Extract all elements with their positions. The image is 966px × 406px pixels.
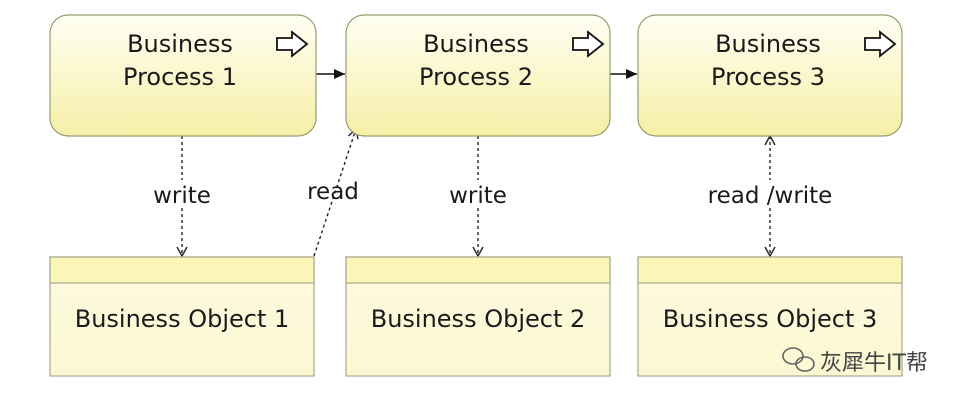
edge-label-read: read (307, 179, 359, 205)
edge-label-write-2: write (449, 183, 507, 209)
edge-label-write-1: write (153, 183, 211, 209)
wechat-icon (782, 347, 815, 372)
watermark: 灰犀牛IT帮 (782, 347, 928, 376)
edge-label-read-write: read /write (708, 183, 833, 209)
object-node-2-label: Business Object 2 (371, 305, 586, 333)
watermark-text: 灰犀牛IT帮 (820, 351, 928, 376)
process-arrow-icon (864, 30, 897, 58)
object-node-1[interactable]: Business Object 1 (49, 256, 315, 377)
process-node-2-label-line2: Process 2 (419, 63, 533, 91)
process-node-1-shape (49, 14, 317, 137)
process-arrow-icon (276, 30, 309, 58)
edge-label-bg (702, 180, 838, 206)
process-node-3-shape (637, 14, 903, 137)
object-node-2-header (345, 256, 611, 284)
object-node-2[interactable]: Business Object 2 (345, 256, 611, 377)
process-node-3-label-line2: Process 3 (711, 63, 825, 91)
object-node-3-header (637, 256, 903, 284)
process-node-1[interactable]: Business Process 1 (49, 14, 317, 137)
edge-label-bg (148, 180, 216, 206)
object-node-1-label: Business Object 1 (75, 305, 290, 333)
object-node-3-label: Business Object 3 (663, 305, 878, 333)
object-node-1-header (49, 256, 315, 284)
edge-label-layer: write read write read /write (148, 179, 838, 209)
process-node-1-label-line2: Process 1 (123, 63, 237, 91)
object-node-3[interactable]: Business Object 3 (637, 256, 903, 377)
process-node-3[interactable]: Business Process 3 (637, 14, 903, 137)
process-arrow-icon (572, 30, 605, 58)
process-node-2-shape (345, 14, 611, 137)
edge-o1-p2-read[interactable] (313, 127, 359, 257)
process-node-1-label-line1: Business (127, 30, 233, 58)
process-node-2[interactable]: Business Process 2 (345, 14, 611, 137)
process-node-2-label-line1: Business (423, 30, 529, 58)
edge-label-bg (444, 180, 512, 206)
process-node-3-label-line1: Business (715, 30, 821, 58)
